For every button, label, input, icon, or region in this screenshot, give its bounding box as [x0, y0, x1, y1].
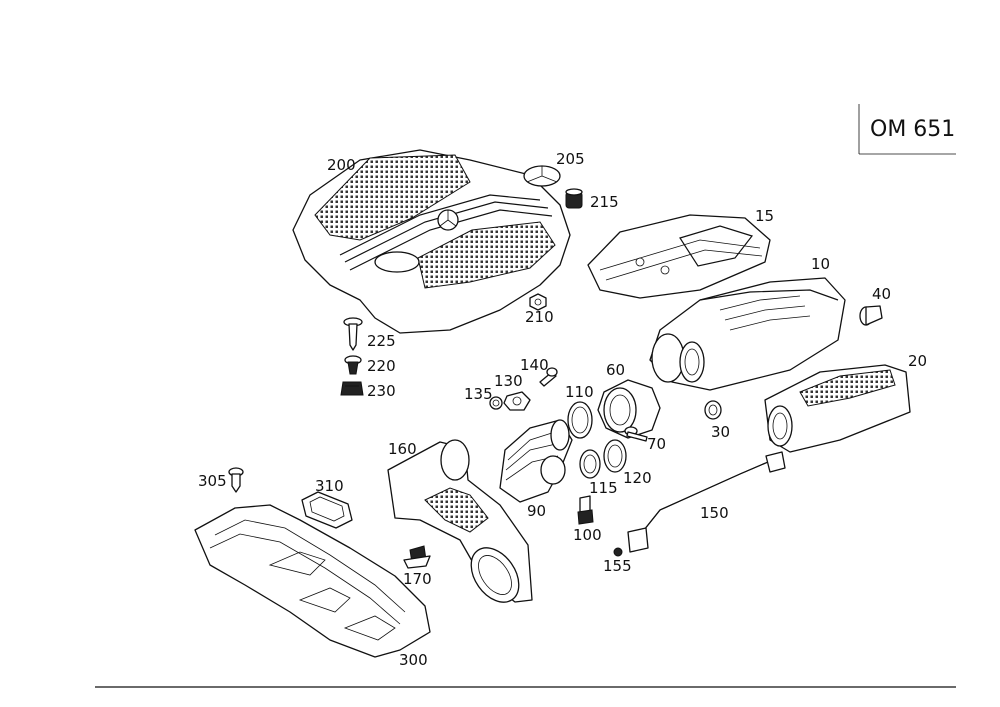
callout-160: 160 [388, 440, 417, 458]
part-170-bracket[interactable] [403, 545, 431, 569]
callout-100: 100 [573, 526, 602, 544]
callout-225: 225 [367, 332, 396, 350]
callout-155: 155 [603, 557, 632, 575]
callout-205: 205 [556, 150, 585, 168]
part-100-sensor[interactable] [577, 495, 594, 525]
engine-code-label: OM 651 [870, 117, 955, 142]
part-15-air-cleaner-cover[interactable] [587, 214, 771, 299]
part-135-o-ring[interactable] [489, 396, 503, 410]
part-160-intake-duct[interactable] [387, 439, 533, 611]
part-90-intake-hose[interactable] [499, 419, 573, 503]
callout-210: 210 [525, 308, 554, 326]
callout-300: 300 [399, 651, 428, 669]
part-310-gasket[interactable] [301, 491, 353, 529]
callout-60: 60 [606, 361, 625, 379]
part-130-flange[interactable] [503, 391, 531, 411]
part-140-screw[interactable] [539, 367, 558, 387]
part-110-clamp[interactable] [567, 401, 593, 439]
part-20-filter-element[interactable] [764, 364, 911, 453]
part-215-grommet[interactable] [565, 188, 583, 209]
part-120-clamp[interactable] [603, 439, 627, 473]
callout-90: 90 [527, 502, 546, 520]
callout-30: 30 [711, 423, 730, 441]
callout-150: 150 [700, 504, 729, 522]
callout-10: 10 [811, 255, 830, 273]
callout-305: 305 [198, 472, 227, 490]
callout-215: 215 [590, 193, 619, 211]
part-30-grommet[interactable] [704, 400, 722, 420]
callout-135: 135 [464, 385, 493, 403]
callout-20: 20 [908, 352, 927, 370]
part-205-emblem[interactable] [523, 165, 561, 187]
part-220-clip[interactable] [344, 355, 362, 375]
part-115-seal[interactable] [579, 449, 601, 479]
callout-170: 170 [403, 570, 432, 588]
part-200-engine-cover[interactable] [292, 149, 571, 334]
engine-code-box: OM 651 [858, 104, 956, 155]
callout-70: 70 [647, 435, 666, 453]
callout-40: 40 [872, 285, 891, 303]
callout-220: 220 [367, 357, 396, 375]
part-60-air-mass-sensor[interactable] [597, 379, 661, 439]
callout-110: 110 [565, 383, 594, 401]
callout-130: 130 [494, 372, 523, 390]
callout-120: 120 [623, 469, 652, 487]
part-210-nut[interactable] [529, 293, 547, 311]
callout-200: 200 [327, 156, 356, 174]
part-300-undershield[interactable] [194, 504, 431, 658]
part-40-plug[interactable] [859, 305, 883, 326]
callout-labels: 15 10 40 20 30 60 70 90 100 110 115 120 … [198, 150, 927, 669]
callout-115: 115 [589, 479, 618, 497]
part-225-pin[interactable] [343, 317, 363, 351]
callout-310: 310 [315, 477, 344, 495]
part-230-clip[interactable] [340, 381, 364, 396]
part-10-air-cleaner-housing[interactable] [649, 277, 846, 391]
part-305-pin[interactable] [228, 467, 244, 493]
callout-140: 140 [520, 356, 549, 374]
part-155-clip[interactable] [613, 547, 623, 557]
part-150-breather-hose[interactable] [627, 451, 786, 553]
callout-15: 15 [755, 207, 774, 225]
callout-230: 230 [367, 382, 396, 400]
part-70-screw[interactable] [624, 426, 648, 442]
